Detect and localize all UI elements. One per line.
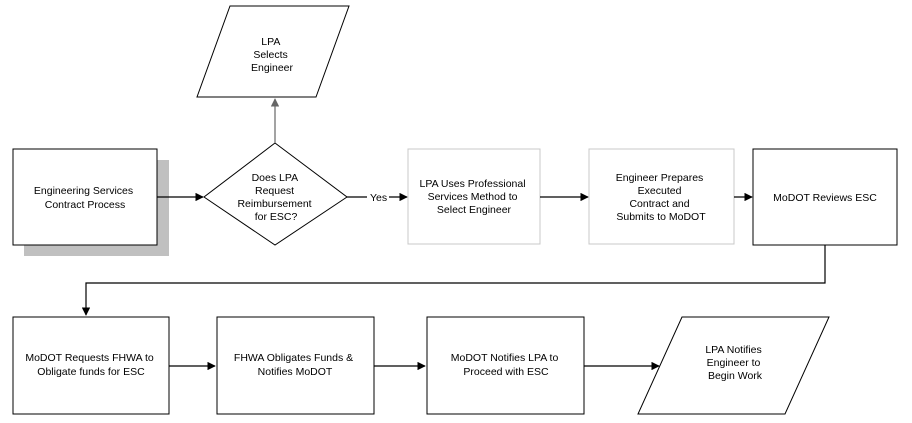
node-notifies-lpa: MoDOT Notifies LPA to Proceed with ESC <box>426 316 585 415</box>
prepares-box <box>588 148 735 245</box>
obligates-label: FHWA Obligates Funds & Notifies MoDOT <box>234 352 356 378</box>
reviews-label: MoDOT Reviews ESC <box>773 192 877 204</box>
prepares-label: Engineer Prepares Executed Contract and … <box>616 172 706 223</box>
professional-box <box>407 148 541 245</box>
node-decision: Does LPA Request Reimbursement for ESC? <box>203 142 348 246</box>
notifies-engineer-label: LPA Notifies Engineer to Begin Work <box>705 344 764 382</box>
edge-reviews-to-requests <box>81 245 826 316</box>
node-selects: LPA Selects Engineer <box>196 5 350 98</box>
node-notifies-engineer: LPA Notifies Engineer to Begin Work <box>637 316 830 415</box>
professional-label: LPA Uses Professional Services Method to… <box>420 178 529 216</box>
node-professional: LPA Uses Professional Services Method to… <box>407 148 541 245</box>
start-label: Engineering Services Contract Process <box>34 185 136 211</box>
decision-diamond <box>203 142 348 246</box>
requests-label: MoDOT Requests FHWA to Obligate funds fo… <box>25 352 156 378</box>
node-requests: MoDOT Requests FHWA to Obligate funds fo… <box>12 316 170 415</box>
node-start: Engineering Services Contract Process <box>12 148 169 256</box>
selects-label: LPA Selects Engineer <box>251 36 294 74</box>
selects-parallelogram <box>196 5 350 98</box>
node-obligates: FHWA Obligates Funds & Notifies MoDOT <box>216 316 375 415</box>
notifies-engineer-parallelogram <box>637 316 830 415</box>
yes-label: Yes <box>370 192 387 204</box>
requests-box <box>12 316 170 415</box>
decision-label: Does LPA Request Reimbursement for ESC? <box>237 172 314 223</box>
node-prepares: Engineer Prepares Executed Contract and … <box>588 148 735 245</box>
node-reviews: MoDOT Reviews ESC <box>752 148 898 246</box>
reviews-box <box>752 148 898 246</box>
notifies-lpa-label: MoDOT Notifies LPA to Proceed with ESC <box>451 352 562 378</box>
obligates-box <box>216 316 375 415</box>
start-box <box>12 148 158 246</box>
notifies-lpa-box <box>426 316 585 415</box>
